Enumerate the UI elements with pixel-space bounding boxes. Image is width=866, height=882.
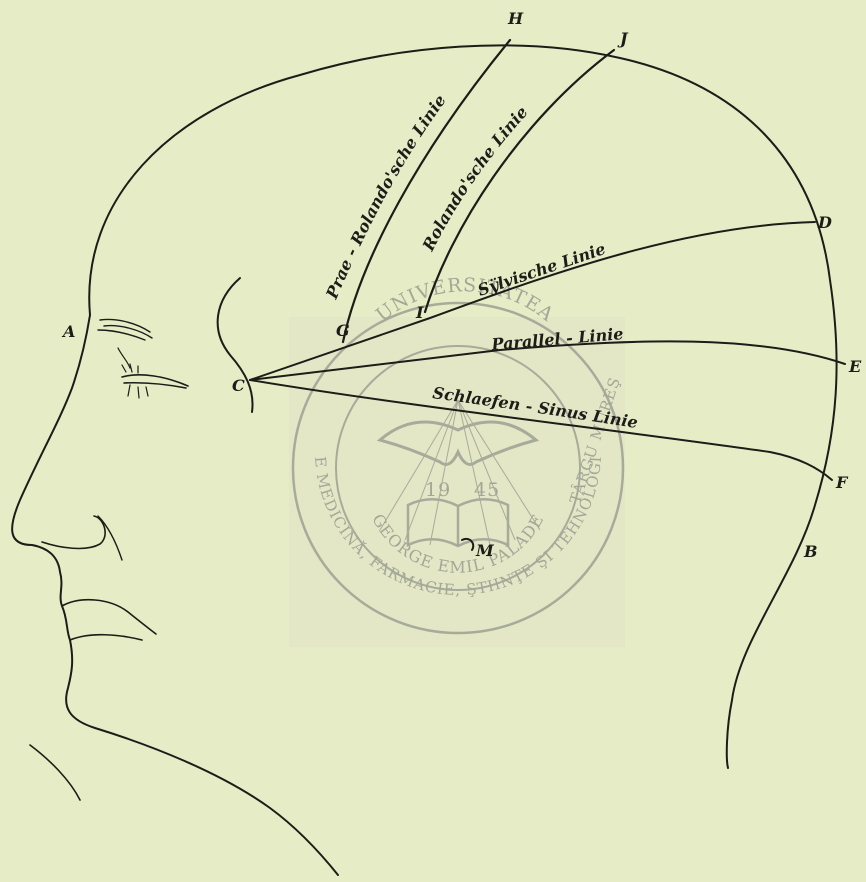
point-label-b: B [803, 542, 818, 561]
rolando-label: Rolando'sche Linie [418, 103, 531, 255]
eye [122, 375, 188, 388]
point-label-d: D [817, 213, 832, 232]
lower-lip [70, 635, 142, 640]
point-label-i: I [415, 303, 424, 322]
eyelashes [122, 364, 148, 398]
point-label-g: G [336, 321, 350, 340]
prae-rolando-label: Prae - Rolando'sche Linie [322, 91, 450, 302]
upper-lip [62, 600, 156, 634]
seal-year-right: 45 [474, 479, 500, 501]
point-label-a: A [61, 322, 75, 341]
point-label-m: M [475, 541, 495, 560]
eyebrow [98, 320, 152, 341]
point-label-h: H [507, 9, 524, 28]
facial-features [42, 320, 188, 641]
nostril [42, 516, 105, 548]
back-neck-line [30, 745, 80, 800]
seal-year-left: 19 [425, 479, 451, 501]
point-label-e: E [848, 357, 862, 376]
point-label-j: J [617, 29, 629, 48]
university-seal-watermark: 19 45 UNIVERSITATEA DE MEDICINĂ, FARMACI… [0, 0, 625, 647]
eye-crease [118, 348, 130, 368]
point-label-f: F [835, 473, 849, 492]
sylvische-label: Sÿlvische Linie [475, 239, 608, 300]
cheek-line [98, 516, 122, 560]
point-label-c: C [232, 376, 245, 395]
